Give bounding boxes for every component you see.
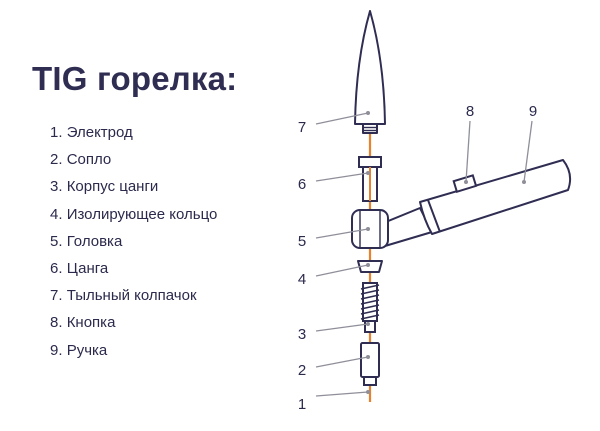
legend-item-button: 8Кнопка	[50, 309, 217, 336]
legend-item-insulator-ring: 4Изолирующее кольцо	[50, 201, 217, 228]
collet	[358, 156, 382, 202]
collet-body	[360, 282, 380, 333]
nozzle	[360, 342, 380, 386]
callout-8: 8	[466, 103, 474, 120]
legend-item-collet: 6Цанга	[50, 255, 217, 282]
callout-2: 2	[298, 362, 306, 379]
legend-item-head: 5Головка	[50, 228, 217, 255]
legend-item-back-cap: 7Тыльный колпачок	[50, 282, 217, 309]
handle	[380, 159, 572, 247]
leader-dots	[366, 111, 526, 394]
callout-3: 3	[298, 326, 306, 343]
back-cap	[354, 10, 386, 134]
diagram-title: TIG горелка:	[32, 60, 238, 97]
legend-item-electrode: 1Электрод	[50, 119, 217, 146]
parts-legend: 1Электрод 2Сопло 3Корпус цанги 4Изолирую…	[50, 119, 217, 364]
callout-4: 4	[298, 271, 306, 288]
legend-item-collet-body: 3Корпус цанги	[50, 173, 217, 200]
callout-9: 9	[529, 103, 537, 120]
leader-lines	[315, 112, 533, 397]
callout-1: 1	[298, 396, 306, 413]
legend-item-nozzle: 2Сопло	[50, 146, 217, 173]
legend-item-handle: 9Ручка	[50, 337, 217, 364]
callout-7: 7	[298, 119, 306, 136]
insulator-ring	[357, 260, 383, 273]
callout-5: 5	[298, 233, 306, 250]
callout-6: 6	[298, 176, 306, 193]
